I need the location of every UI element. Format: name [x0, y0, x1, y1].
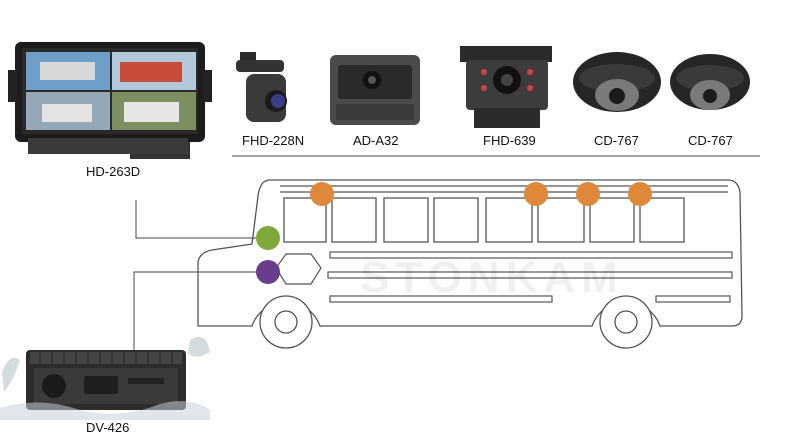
camera-label-cd-767-1: CD-767 — [594, 133, 639, 148]
camera-dot-4 — [628, 182, 652, 206]
connector-lines — [133, 200, 268, 352]
camera-cd-767-image-1 — [573, 52, 661, 112]
monitor-label: HD-263D — [86, 164, 141, 179]
camera-ad-a32-image — [330, 55, 420, 125]
camera-dot-3 — [576, 182, 600, 206]
camera-label-fhd-639: FHD-639 — [483, 133, 536, 148]
dvr-image — [0, 336, 210, 420]
camera-fhd-228n-image — [236, 52, 287, 122]
camera-dot-1 — [310, 182, 334, 206]
hexagon-device-marker — [275, 253, 322, 285]
camera-fhd-639-image — [460, 46, 552, 128]
monitor-dot — [256, 226, 280, 250]
bus-outline — [197, 179, 743, 327]
dvr-dot — [256, 260, 280, 284]
camera-dot-2 — [524, 182, 548, 206]
camera-label-fhd-228n: FHD-228N — [242, 133, 305, 148]
watermark-text: STONKAM — [360, 253, 624, 302]
dvr-label: DV-426 — [86, 420, 130, 435]
bus-wheels — [259, 295, 653, 349]
bus-stripes — [327, 251, 733, 303]
camera-label-cd-767-2: CD-767 — [688, 133, 733, 148]
camera-cd-767-image-2 — [670, 54, 750, 110]
monitor-image — [8, 42, 212, 159]
camera-label-ad-a32: AD-A32 — [353, 133, 399, 148]
bus-windows — [283, 197, 685, 243]
